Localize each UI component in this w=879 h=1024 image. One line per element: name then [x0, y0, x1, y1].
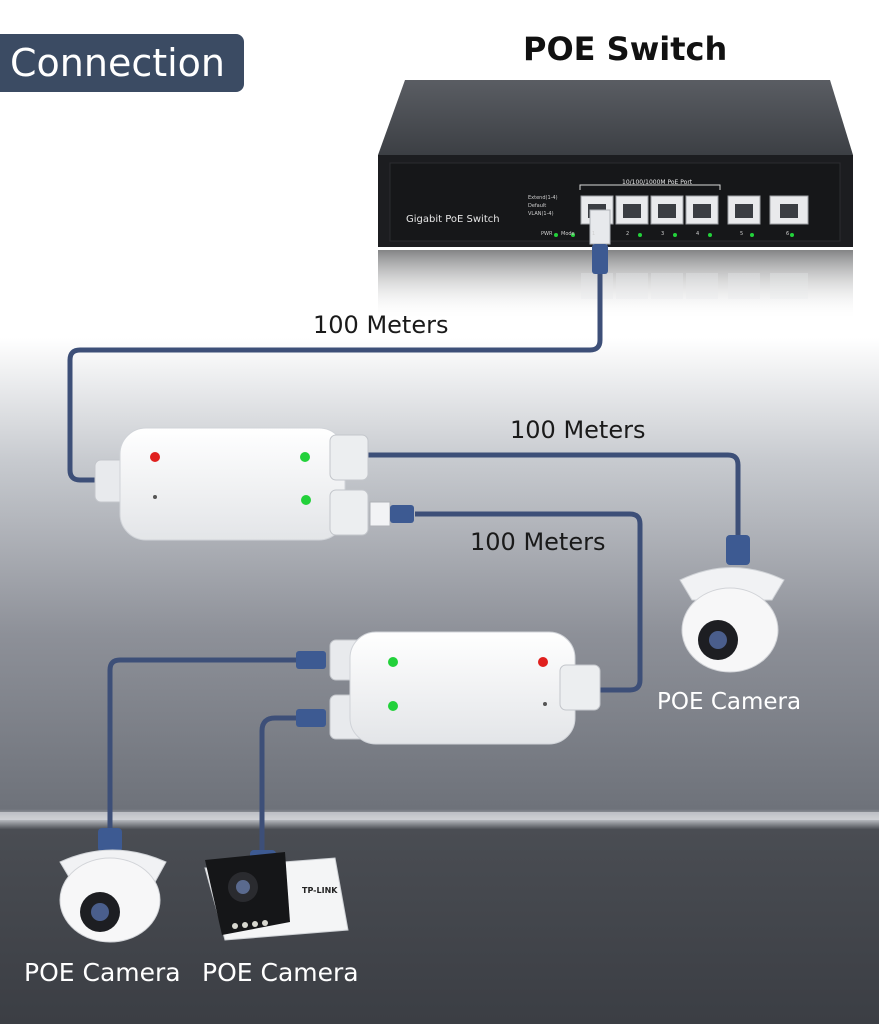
rj45-plug-switch [589, 209, 611, 274]
dome-camera-left [59, 828, 167, 943]
extender-port-out-1 [329, 434, 369, 481]
extender-port-out-2 [329, 489, 369, 536]
poe-switch [378, 80, 853, 320]
switch-dip-label-1: Extend(1-4) [528, 195, 558, 201]
switch-port-number-3: 3 [661, 231, 665, 237]
connection-badge: Connection 2 [0, 34, 244, 143]
extender-plug-boot [390, 505, 414, 523]
cable-length-label-1: 100 Meters [313, 311, 449, 339]
camera-plug [98, 828, 122, 852]
poe-extender-top [94, 427, 414, 541]
camera-plug [726, 535, 750, 565]
switch-port-number-1: 1 [592, 231, 596, 237]
camera-label-left: POE Camera [24, 958, 181, 987]
splitter-plug-1 [296, 651, 326, 669]
bullet-camera [204, 850, 349, 941]
dome-camera-right [679, 535, 785, 673]
switch-front-inset [389, 162, 841, 242]
switch-dip-label-3: VLAN(1-4) [528, 211, 554, 217]
switch-model-label: Gigabit PoE Switch [406, 214, 500, 225]
port-group-bracket [579, 184, 721, 190]
switch-port-leds [554, 233, 794, 237]
cable-splitter-to-bullet-camera [259, 715, 300, 860]
camera-mount [679, 567, 785, 601]
cable-injector-to-dome-camera [360, 452, 741, 540]
cable-length-label-2: 100 Meters [510, 416, 646, 444]
shelf-edge [0, 812, 879, 820]
cable-splitter-to-camera-left [107, 657, 300, 840]
poe-extender-bottom [296, 631, 601, 745]
extender-reset-hole [153, 495, 157, 499]
switch-dip-label-2: Default [528, 203, 547, 209]
camera-label-bullet: POE Camera [202, 958, 359, 987]
splitter-reset-hole [543, 702, 547, 706]
camera-lens [91, 903, 109, 921]
switch-top-panel [378, 80, 853, 155]
extender-led-red [150, 452, 160, 462]
splitter-plug-2 [296, 709, 326, 727]
switch-led-label-mode: Mode [561, 231, 575, 237]
switch-port-number-4: 4 [696, 231, 700, 237]
camera-lens [709, 631, 727, 649]
cable-injector-to-splitter [415, 511, 643, 693]
switch-led-label-pwr: PWR [541, 231, 553, 237]
page-title: POE Switch [523, 30, 728, 68]
cable-length-label-3: 100 Meters [470, 528, 606, 556]
cable-switch-to-injector [67, 270, 603, 483]
switch-port-number-2: 2 [626, 231, 630, 237]
extender-rj45-plug [369, 501, 391, 527]
bullet-camera-brand: TP-LINK [302, 886, 338, 895]
extender-led-green-2 [301, 495, 311, 505]
extender-body [119, 427, 346, 541]
camera-lens [236, 880, 250, 894]
switch-port-number-5: 5 [740, 231, 744, 237]
splitter-led-green-1 [388, 657, 398, 667]
camera-label-right: POE Camera [657, 689, 802, 715]
splitter-input-gland [559, 664, 601, 711]
splitter-led-green-2 [388, 701, 398, 711]
switch-port-number-6: 6 [786, 231, 790, 237]
splitter-led-red [538, 657, 548, 667]
switch-reflection [378, 250, 853, 320]
reflected-ports [581, 273, 808, 299]
cables [67, 270, 741, 860]
splitter-body [349, 631, 576, 745]
camera-ir-leds [232, 920, 268, 929]
extender-led-green-1 [300, 452, 310, 462]
switch-port-group-label: 10/100/1000M PoE Port [622, 179, 693, 186]
